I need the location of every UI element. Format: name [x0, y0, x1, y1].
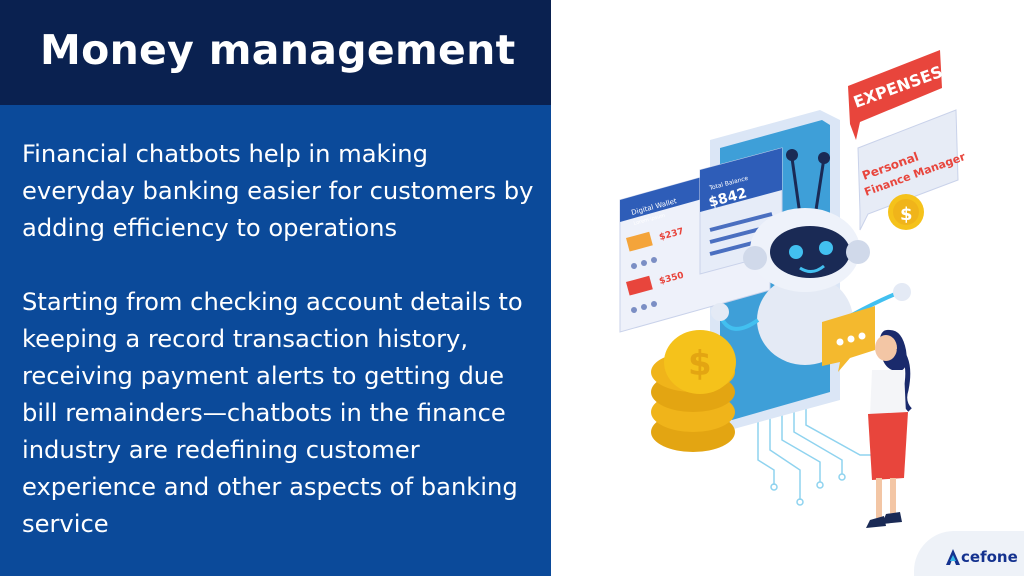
woman-figure	[866, 329, 912, 528]
title-bar: Money management	[0, 0, 551, 105]
svg-text:$: $	[688, 344, 712, 384]
card-icon-2	[626, 275, 653, 296]
finance-manager-card: Personal Finance Manager $	[857, 109, 968, 231]
chatbot-finance-illustration: Digital Wallet Lorem ipsum $237 $350 Tot…	[619, 50, 968, 528]
logo-background	[914, 531, 1024, 576]
circuit-lines	[757, 408, 884, 506]
brand-logo: cefone	[946, 542, 1018, 572]
chat-bubble-icon	[822, 306, 875, 372]
page-title: Money management	[40, 26, 516, 74]
logo-text: cefone	[961, 548, 1018, 566]
svg-text:$: $	[900, 204, 913, 225]
card-icon	[626, 231, 653, 252]
intro-paragraph: Financial chatbots help in making everyd…	[22, 140, 534, 242]
logo-mark-icon	[946, 549, 960, 565]
coin-stack-icon: $	[651, 330, 736, 452]
detail-paragraph: Starting from checking account details t…	[22, 288, 523, 538]
